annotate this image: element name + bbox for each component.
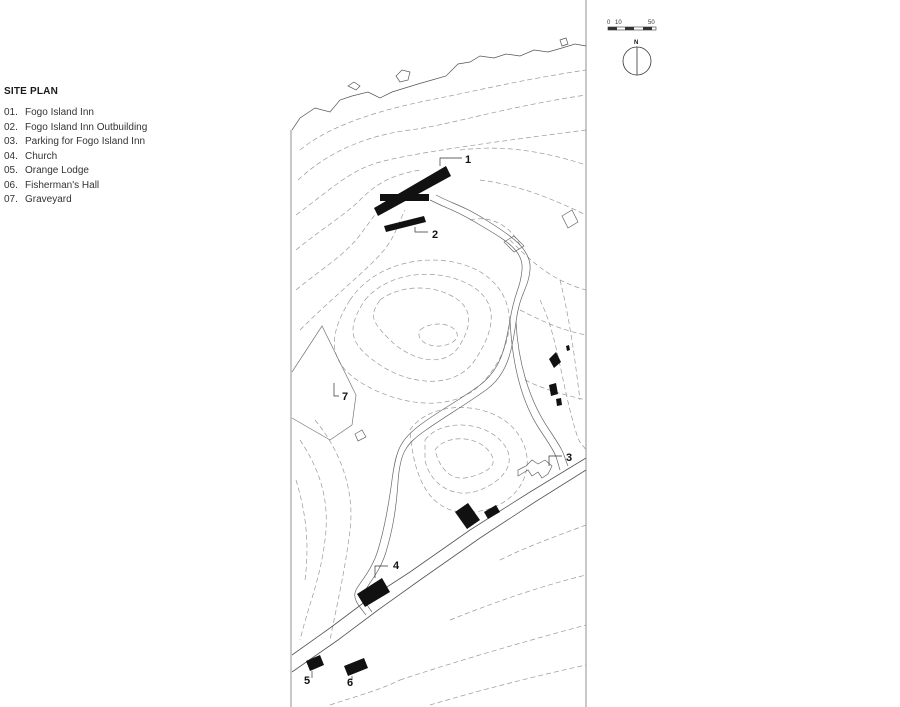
- building: [556, 398, 562, 406]
- building: [484, 505, 500, 519]
- fishermans-hall-building: [344, 658, 368, 676]
- map-label-6: 6: [347, 677, 353, 689]
- legend-item: 05. Orange Lodge: [4, 164, 147, 179]
- legend-title: SITE PLAN: [4, 86, 59, 97]
- map-label-1: 1: [465, 154, 471, 166]
- legend-item-label: Church: [25, 150, 58, 162]
- legend-item-label: Orange Lodge: [25, 165, 89, 176]
- buildings: [306, 166, 570, 676]
- map-label-4: 4: [393, 560, 400, 572]
- map-label-7: 7: [342, 391, 348, 403]
- minor-structures: [354, 209, 579, 442]
- scale-label-50: 50: [648, 20, 655, 26]
- legend-item-number: 04.: [4, 150, 18, 162]
- legend-item-number: 02.: [4, 121, 18, 133]
- legend-item-number: 05.: [4, 165, 18, 176]
- scale-bar: 0 10 50: [607, 20, 657, 31]
- legend-item: 01. Fogo Island Inn: [4, 106, 147, 121]
- legend-item-label: Fogo Island Inn Outbuilding: [25, 121, 148, 133]
- orange-lodge-building: [306, 655, 324, 671]
- map-label-5: 5: [304, 675, 310, 687]
- legend-item-number: 06.: [4, 179, 18, 191]
- building: [566, 345, 570, 351]
- legend-item: 04. Church: [4, 150, 147, 165]
- main-road: [291, 457, 587, 673]
- legend-item-label: Graveyard: [25, 194, 72, 205]
- access-road: [354, 194, 569, 616]
- north-label: N: [634, 40, 638, 46]
- building: [455, 503, 480, 529]
- legend-item-label: Fisherman's Hall: [25, 179, 100, 191]
- legend-item-number: 03.: [4, 136, 18, 147]
- outbuilding: [384, 216, 426, 232]
- map-label-3: 3: [566, 452, 572, 464]
- inn-building-wing: [380, 194, 429, 201]
- legend-item-number: 01.: [4, 107, 18, 118]
- parking-outline: [517, 459, 553, 479]
- north-arrow-icon: N: [622, 40, 652, 76]
- church-building: [357, 578, 390, 607]
- legend-item-label: Fogo Island Inn: [25, 107, 94, 118]
- legend-item-number: 07.: [4, 194, 18, 205]
- graveyard-lot: [291, 325, 357, 441]
- legend-item: 06. Fisherman's Hall: [4, 179, 147, 194]
- legend-item-label: Parking for Fogo Island Inn: [25, 136, 146, 147]
- scale-label-0: 0: [607, 20, 611, 26]
- building: [549, 383, 558, 396]
- legend-list: 01. Fogo Island Inn 02. Fogo Island Inn Ou…: [4, 106, 147, 208]
- building: [549, 352, 561, 368]
- scale-label-10: 10: [615, 20, 622, 26]
- legend-item: 03. Parking for Fogo Island Inn: [4, 135, 147, 150]
- map-label-2: 2: [432, 229, 438, 241]
- legend-item: 02. Fogo Island Inn Outbuilding: [4, 121, 147, 136]
- contour-lines: [295, 69, 587, 706]
- site-plan-legend: SITE PLAN 01. Fogo Island Inn 02. Fogo Isl…: [4, 86, 147, 208]
- inn-building: [374, 166, 451, 216]
- label-leaders: [311, 157, 562, 680]
- legend-item: 07. Graveyard: [4, 193, 147, 208]
- coastline: [291, 37, 587, 131]
